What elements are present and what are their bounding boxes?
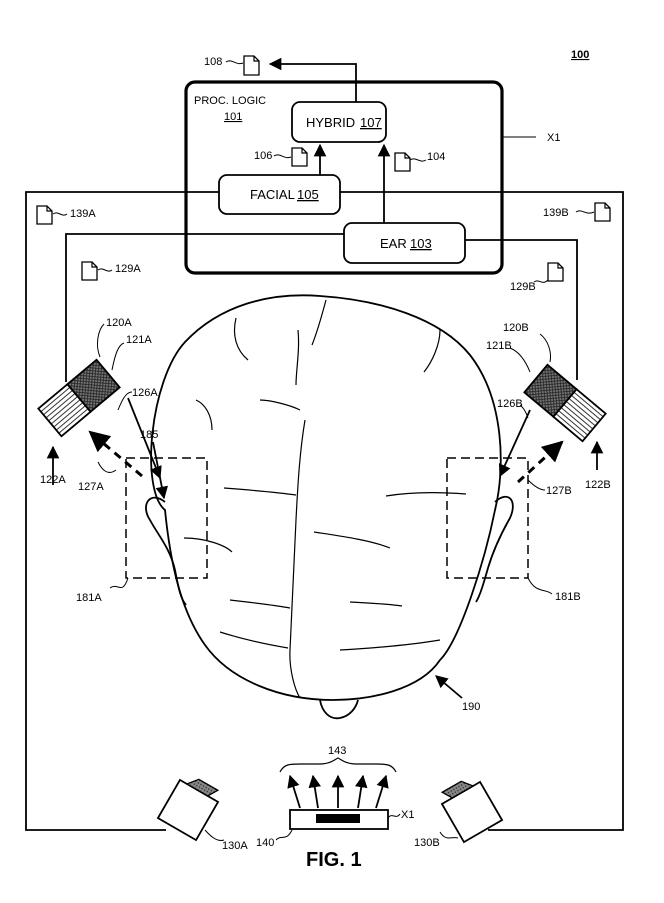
ref-139A: 139A (70, 208, 96, 220)
ear-box: EAR 103 (343, 222, 466, 264)
ref-121A: 121A (126, 334, 152, 346)
head-top-view (145, 294, 514, 720)
ref-120A: 120A (106, 317, 132, 329)
ref-129A: 129A (115, 263, 141, 275)
ear-region-right (446, 457, 529, 579)
ref-130B: 130B (414, 837, 440, 849)
ref-122A: 122A (40, 474, 66, 486)
proc-logic-box (184, 80, 504, 275)
ref-122B: 122B (585, 479, 611, 491)
ref-190: 190 (462, 701, 480, 713)
facial-box: FACIAL 105 (218, 174, 341, 215)
emitter-140 (289, 809, 389, 830)
ref-181B: 181B (555, 591, 581, 603)
figure-caption: FIG. 1 (306, 849, 362, 871)
ref-120B: 120B (503, 322, 529, 334)
flow-arrows (268, 57, 391, 223)
sensor-120A (37, 358, 121, 438)
facial-label: FACIAL (250, 187, 295, 202)
document-icon-129B (547, 262, 564, 282)
ref-140: 140 (256, 837, 274, 849)
document-icon-106 (291, 147, 308, 167)
ref-185: 185 (140, 429, 158, 441)
facial-ref: 105 (297, 187, 319, 202)
emitter-rays (287, 774, 389, 809)
document-icon-139B (594, 202, 611, 222)
ref-126A: 126A (132, 387, 158, 399)
camera-130B (440, 780, 504, 844)
ref-129B: 129B (510, 281, 536, 293)
ref-106: 106 (254, 150, 272, 162)
document-icon-139A (36, 205, 53, 225)
hybrid-box: HYBRID 107 (291, 101, 387, 143)
ref-143: 143 (328, 745, 346, 757)
ref-130A: 130A (222, 840, 248, 852)
sensor-120B (523, 363, 607, 443)
figure-number: 100 (571, 49, 589, 61)
ref-121B: 121B (486, 340, 512, 352)
proc-logic-ref: 101 (224, 111, 242, 123)
ref-127B: 127B (546, 485, 572, 497)
ref-X1-emitter: X1 (401, 809, 414, 821)
ref-139B: 139B (543, 207, 569, 219)
ref-181A: 181A (76, 592, 102, 604)
ear-label: EAR (380, 236, 407, 251)
ref-127A: 127A (78, 481, 104, 493)
document-icon-108 (243, 55, 260, 76)
document-icon-104 (394, 152, 411, 172)
ref-126B: 126B (497, 398, 523, 410)
proc-logic-outer-ref: X1 (547, 132, 560, 144)
ref-108: 108 (204, 56, 222, 68)
hybrid-label: HYBRID (306, 115, 355, 130)
ear-region-left (125, 457, 208, 579)
camera-130A (156, 778, 220, 842)
ref-104: 104 (427, 151, 445, 163)
proc-logic-title: PROC. LOGIC (194, 95, 266, 107)
ear-ref: 103 (410, 236, 432, 251)
hybrid-ref: 107 (360, 115, 382, 130)
document-icon-129A (81, 261, 98, 281)
